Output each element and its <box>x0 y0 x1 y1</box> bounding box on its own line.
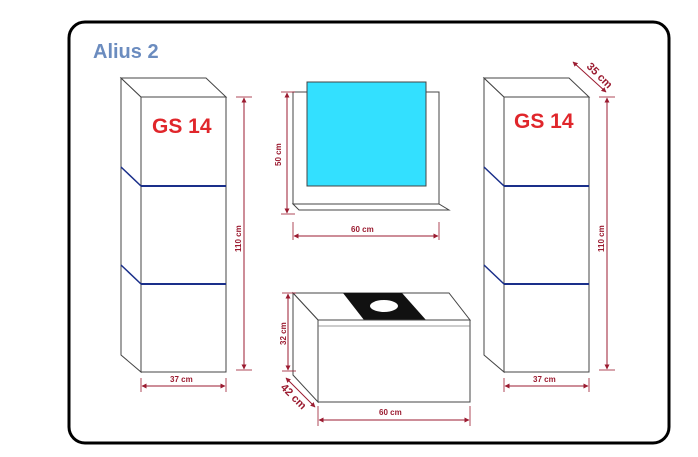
sink-bowl <box>368 298 400 314</box>
left-cabinet-side <box>120 76 142 374</box>
left-led-line-1 <box>120 166 142 187</box>
sink-cabinet: 32 cm 42 cm 60 cm <box>278 291 472 426</box>
sink-height-label: 32 cm <box>279 322 288 345</box>
right-cabinet: GS 14 35 cm 110 cm 37 cm <box>482 61 615 392</box>
sink-width-label: 60 cm <box>379 408 402 417</box>
diagram-title: Alius 2 <box>93 41 159 63</box>
mirror-glass <box>306 81 427 187</box>
sink-depth-dim-line <box>285 377 316 408</box>
sink-cabinet-front <box>317 319 471 403</box>
right-width-label: 37 cm <box>533 375 556 384</box>
left-height-label: 110 cm <box>234 225 243 252</box>
left-cabinet-front <box>140 96 227 373</box>
right-cabinet-label: GS 14 <box>514 110 574 133</box>
right-height-label: 110 cm <box>597 225 606 252</box>
left-cabinet-label: GS 14 <box>152 115 212 138</box>
right-led-line-2 <box>483 264 505 285</box>
mirror-unit: 50 cm 60 cm <box>274 81 451 240</box>
right-depth-dim-line <box>572 61 607 93</box>
mirror-width-label: 60 cm <box>351 225 374 234</box>
right-cabinet-side <box>483 76 505 374</box>
left-width-label: 37 cm <box>170 375 193 384</box>
left-cabinet: GS 14 110 cm 37 cm <box>119 76 252 392</box>
mirror-height-label: 50 cm <box>274 143 283 166</box>
left-led-line-2 <box>120 264 142 285</box>
mirror-shelf <box>291 203 451 211</box>
right-led-line-1 <box>483 166 505 187</box>
right-cabinet-front <box>503 96 590 373</box>
